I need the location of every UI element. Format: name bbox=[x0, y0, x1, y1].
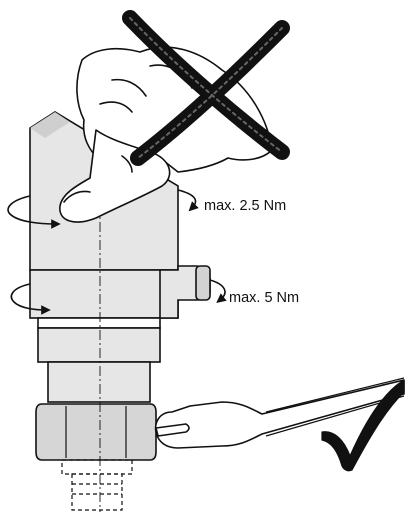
top-torque-label: max. 2.5 Nm bbox=[204, 198, 286, 214]
sensor-collar bbox=[29, 269, 179, 319]
pressure-sensor bbox=[29, 111, 211, 461]
sensor-stem bbox=[47, 361, 151, 403]
open-end-wrench bbox=[154, 377, 405, 449]
check-icon bbox=[321, 379, 405, 472]
process-connection bbox=[61, 459, 133, 511]
hex-nut bbox=[35, 403, 157, 461]
cross-icon bbox=[122, 10, 290, 166]
bottom-torque-label: max. 5 Nm bbox=[229, 290, 299, 306]
torque-arrows bbox=[7, 189, 227, 315]
sensor-ring bbox=[37, 317, 161, 329]
